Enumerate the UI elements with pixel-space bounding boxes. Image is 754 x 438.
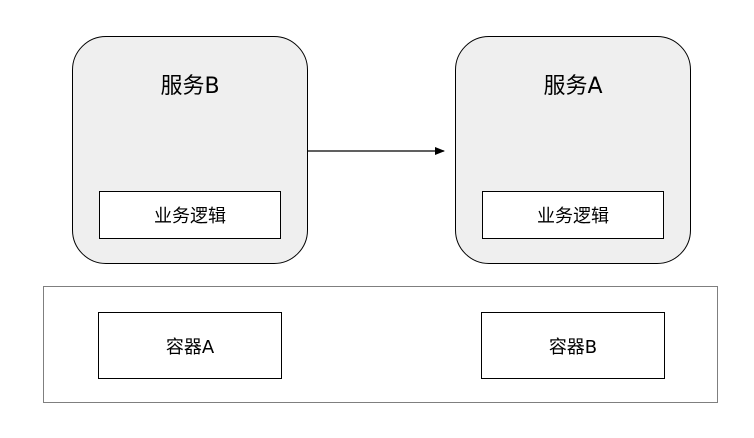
service-b-node: 服务B 业务逻辑 <box>72 36 308 264</box>
container-a: 容器A <box>98 312 282 379</box>
container-b: 容器B <box>481 312 665 379</box>
service-b-title: 服务B <box>160 74 220 99</box>
service-a-business-logic: 业务逻辑 <box>482 191 664 239</box>
service-b-business-logic: 业务逻辑 <box>99 191 281 239</box>
service-a-title: 服务A <box>543 74 603 99</box>
service-a-node: 服务A 业务逻辑 <box>455 36 691 264</box>
